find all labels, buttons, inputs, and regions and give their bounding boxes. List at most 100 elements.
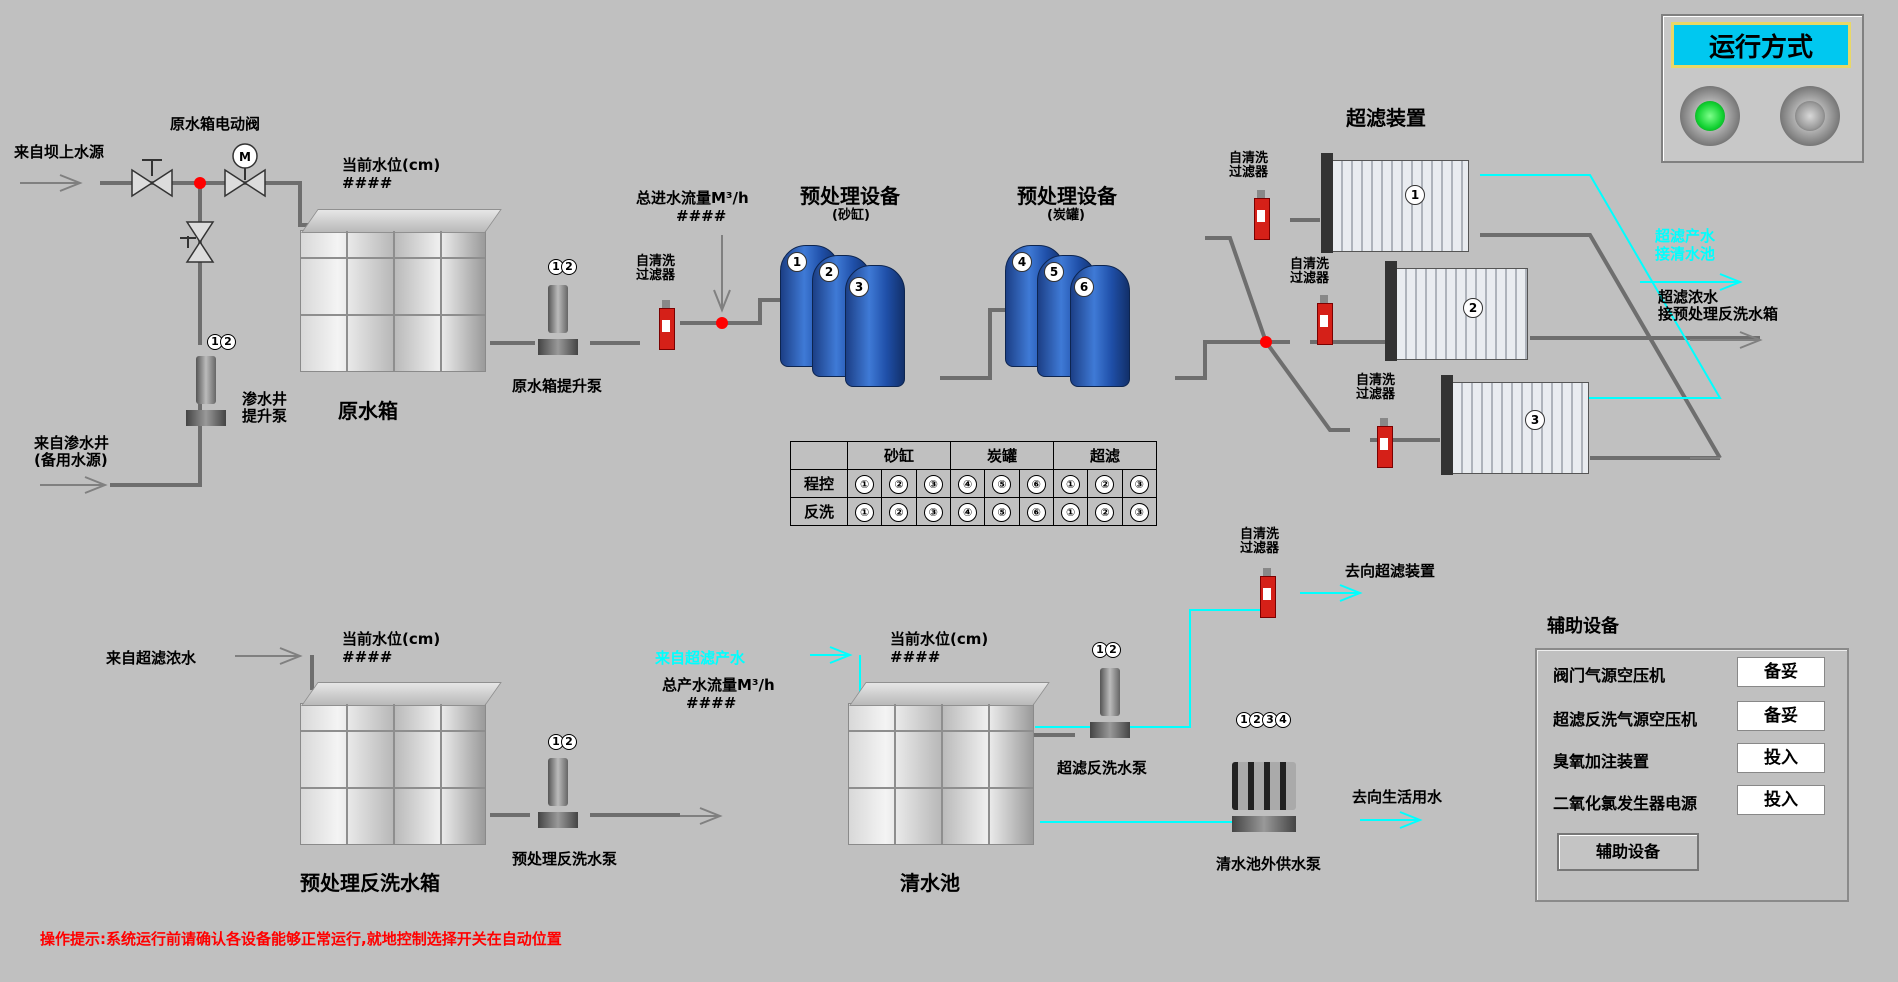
program-button[interactable]: ② — [1095, 474, 1115, 494]
program-button[interactable]: ③ — [1129, 474, 1149, 494]
label-strainer-5: 自清洗过滤器 — [1240, 527, 1280, 556]
program-button[interactable]: ② — [889, 474, 909, 494]
aux-label-ozone: 臭氧加注装置 — [1553, 752, 1650, 771]
backwash-button[interactable]: ⑥ — [1026, 502, 1046, 522]
label-raw-tank: 原水箱 — [338, 399, 398, 423]
uf-module-2[interactable] — [1385, 261, 1528, 361]
inflow-value: #### — [676, 207, 727, 225]
uf-module-3[interactable] — [1441, 375, 1589, 475]
label-bw-level: 当前水位(cm) — [342, 630, 441, 648]
program-button[interactable]: ④ — [958, 474, 978, 494]
label-pre2-sub: (炭罐) — [1047, 208, 1085, 223]
backwash-button[interactable]: ③ — [1129, 502, 1149, 522]
label-to-uf: 去向超滤装置 — [1345, 562, 1436, 580]
clear-level-value: #### — [890, 648, 941, 666]
backwash-button[interactable]: ⑤ — [992, 502, 1012, 522]
label-pre2: 预处理设备 — [1017, 184, 1117, 208]
carbon-filter-6-number: 6 — [1074, 277, 1094, 297]
label-strainer-2: 自清洗过滤器 — [1229, 151, 1269, 180]
label-from-uf-prod: 来自超滤产水 — [655, 649, 746, 667]
sand-filter-1-number: 1 — [787, 252, 807, 272]
manual-mode-lamp[interactable] — [1780, 86, 1840, 146]
raw-lift-pump[interactable] — [538, 285, 578, 355]
sand-filter-2-number: 2 — [819, 262, 839, 282]
carbon-filter-5-number: 5 — [1044, 262, 1064, 282]
label-uf-conc-2: 接预处理反洗水箱 — [1658, 305, 1779, 323]
program-button[interactable]: ⑥ — [1026, 474, 1046, 494]
backwash-water-tank[interactable] — [300, 682, 502, 845]
backwash-button[interactable]: ① — [855, 502, 875, 522]
run-mode-title: 运行方式 — [1671, 22, 1851, 68]
backwash-button[interactable]: ② — [1095, 502, 1115, 522]
raw-water-tank[interactable] — [300, 209, 502, 372]
backwash-button[interactable]: ① — [1061, 502, 1081, 522]
label-bw-tank: 预处理反洗水箱 — [300, 871, 440, 895]
label-uf-prod-1: 超滤产水 — [1655, 227, 1716, 245]
supply-pumps[interactable] — [1232, 762, 1296, 832]
label-strainer-3: 自清洗过滤器 — [1290, 257, 1330, 286]
table-row: 反洗 ① ② ③ ④ ⑤ ⑥ ① ② ③ — [790, 497, 1158, 526]
aux-value-uf-compressor: 备妥 — [1737, 701, 1825, 731]
strainer-uf-1[interactable] — [1250, 190, 1272, 246]
bw-pump[interactable] — [538, 758, 578, 828]
table-header: 超滤 — [1053, 441, 1157, 470]
program-button[interactable]: ① — [1061, 474, 1081, 494]
program-button[interactable]: ③ — [923, 474, 943, 494]
label-from-dam: 来自坝上水源 — [14, 143, 105, 161]
sand-filter-3-number: 3 — [849, 277, 869, 297]
auto-mode-lamp[interactable] — [1680, 86, 1740, 146]
backwash-button[interactable]: ④ — [958, 502, 978, 522]
prod-flow-value: #### — [686, 694, 737, 712]
control-table: 砂缸 炭罐 超滤 程控 ① ② ③ ④ ⑤ ⑥ ① ② ③ 反洗 ① ② ③ ④… — [790, 441, 1158, 526]
label-strainer-1: 自清洗过滤器 — [636, 254, 676, 283]
uf-module-1[interactable] — [1321, 153, 1469, 253]
label-raw-valve: 原水箱电动阀 — [170, 115, 261, 133]
row-label: 反洗 — [790, 497, 848, 526]
clear-water-tank[interactable] — [848, 682, 1050, 845]
program-button[interactable]: ⑤ — [992, 474, 1012, 494]
label-from-uf-conc: 来自超滤浓水 — [106, 649, 197, 667]
label-to-domestic: 去向生活用水 — [1352, 788, 1443, 806]
table-header: 炭罐 — [950, 441, 1054, 470]
label-prod-flow: 总产水流量M³/h — [662, 676, 775, 694]
strainer-uf-bw[interactable] — [1256, 568, 1278, 624]
aux-label-chlorine-dioxide: 二氧化氯发生器电源 — [1553, 794, 1698, 813]
aux-title: 辅助设备 — [1547, 616, 1619, 637]
strainer-uf-2[interactable] — [1313, 295, 1335, 351]
table-row: 程控 ① ② ③ ④ ⑤ ⑥ ① ② ③ — [790, 469, 1158, 498]
strainer-raw[interactable] — [655, 300, 677, 356]
aux-equipment-button[interactable]: 辅助设备 — [1557, 833, 1699, 871]
row-label: 程控 — [790, 469, 848, 498]
aux-value-valve-compressor: 备妥 — [1737, 657, 1825, 687]
backwash-button[interactable]: ② — [889, 502, 909, 522]
label-supply-pump: 清水池外供水泵 — [1216, 855, 1322, 873]
table-header-row: 砂缸 炭罐 超滤 — [790, 441, 1157, 470]
label-uf-conc-1: 超滤浓水 — [1658, 288, 1719, 306]
label-from-seep-1: 来自渗水井 — [34, 434, 110, 452]
label-pre1-sub: (砂缸) — [832, 208, 870, 223]
aux-label-uf-compressor: 超滤反洗气源空压机 — [1553, 710, 1698, 729]
aux-panel: 阀门气源空压机 备妥 超滤反洗气源空压机 备妥 臭氧加注装置 投入 二氧化氯发生… — [1535, 648, 1849, 902]
label-seep-pump-2: 提升泵 — [242, 407, 288, 425]
seep-well-pump[interactable] — [186, 356, 226, 426]
label-raw-level: 当前水位(cm) — [342, 156, 441, 174]
uf-backwash-pump[interactable] — [1090, 668, 1130, 738]
aux-label-valve-compressor: 阀门气源空压机 — [1553, 666, 1666, 685]
uf-module-2-number: 2 — [1463, 298, 1483, 318]
table-header — [790, 441, 848, 470]
label-clear-tank: 清水池 — [900, 871, 960, 895]
svg-text:M: M — [239, 150, 251, 164]
program-button[interactable]: ① — [855, 474, 875, 494]
backwash-button[interactable]: ③ — [923, 502, 943, 522]
label-bw-pump: 预处理反洗水泵 — [512, 850, 618, 868]
label-inflow: 总进水流量M³/h — [636, 189, 749, 207]
strainer-uf-3[interactable] — [1373, 418, 1395, 474]
bw-level-value: #### — [342, 648, 393, 666]
uf-module-3-number: 3 — [1525, 410, 1545, 430]
label-strainer-4: 自清洗过滤器 — [1356, 373, 1396, 402]
aux-value-ozone: 投入 — [1737, 743, 1825, 773]
